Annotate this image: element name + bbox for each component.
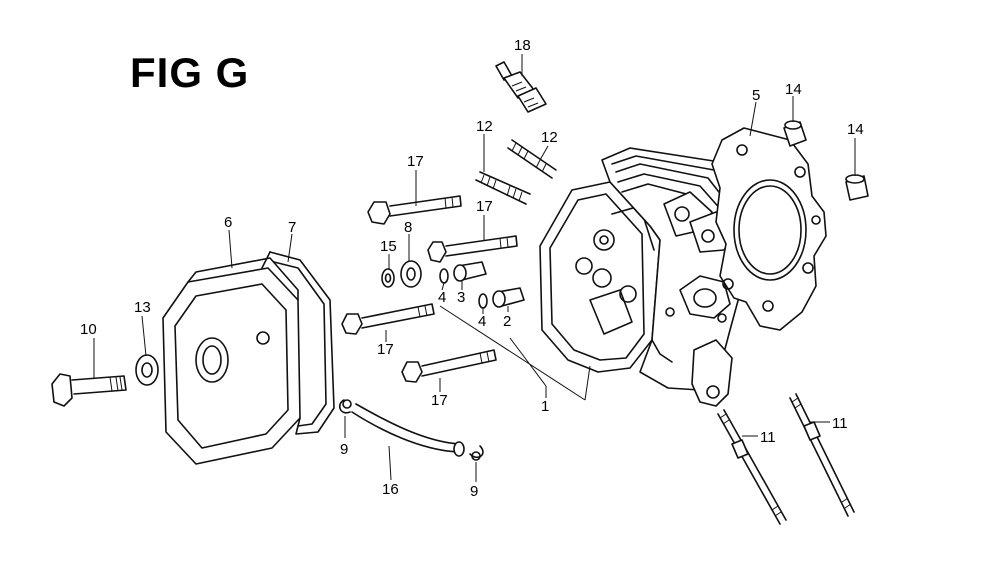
- callout-5: 5: [752, 87, 760, 104]
- seal-8: [400, 260, 422, 288]
- tube-clip-right: [469, 445, 484, 461]
- head-cover: [162, 257, 301, 465]
- callout-9-left: 9: [340, 441, 348, 458]
- callout-12-right: 12: [541, 129, 558, 146]
- callout-2: 2: [503, 313, 511, 330]
- callout-4-lower: 4: [478, 313, 486, 330]
- callout-16: 16: [382, 481, 399, 498]
- callout-15: 15: [380, 238, 397, 255]
- dowel-14-left: [783, 120, 807, 147]
- dowel-pin-2: [492, 287, 525, 308]
- figure-title: FIG G: [130, 49, 250, 96]
- bolt-middle: [427, 235, 518, 263]
- callout-17-lower: 17: [431, 392, 448, 409]
- stud-12-right: [507, 139, 557, 179]
- stud-12-left: [475, 171, 531, 205]
- stud-11-left: [717, 409, 787, 525]
- head-cover-gasket: [261, 251, 335, 435]
- callout-3: 3: [457, 289, 465, 306]
- callout-1: 1: [541, 398, 549, 415]
- callout-11-left: 11: [760, 429, 776, 446]
- callout-7: 7: [288, 219, 296, 236]
- callout-6: 6: [224, 214, 232, 231]
- dowel-pin-3: [453, 261, 487, 282]
- leader-lines: [93, 54, 856, 482]
- callout-17-middle: 17: [476, 198, 493, 215]
- callout-13: 13: [134, 299, 151, 316]
- callout-labels: 18 12 12 17 17 8 15 4 3 4 2 5 14 14 6 7 …: [80, 37, 864, 500]
- callout-17-upper: 17: [407, 153, 424, 170]
- breather-tube: [351, 403, 465, 457]
- washer-15: [381, 268, 395, 288]
- callout-8: 8: [404, 219, 412, 236]
- callout-9-right: 9: [470, 483, 478, 500]
- oring-4-upper: [439, 268, 449, 284]
- head-gasket: [711, 127, 827, 331]
- tube-clip-left: [338, 399, 352, 414]
- callout-17-lower-left: 17: [377, 341, 394, 358]
- dowel-14-right: [845, 174, 869, 201]
- cover-bolt: [51, 373, 127, 407]
- callout-14-right: 14: [847, 121, 864, 138]
- callout-10: 10: [80, 321, 97, 338]
- oring-4-lower: [478, 293, 488, 309]
- callout-18: 18: [514, 37, 531, 54]
- bolt-upper: [367, 195, 462, 225]
- stud-11-right: [789, 393, 855, 517]
- callout-14-left: 14: [785, 81, 802, 98]
- cover-washer: [135, 354, 159, 386]
- callout-4-upper: 4: [438, 289, 446, 306]
- bolt-lower: [401, 349, 497, 383]
- spark-plug: [495, 61, 547, 113]
- bolt-lower-left: [341, 303, 435, 335]
- callout-11-right: 11: [832, 415, 848, 432]
- callout-12-left: 12: [476, 118, 493, 135]
